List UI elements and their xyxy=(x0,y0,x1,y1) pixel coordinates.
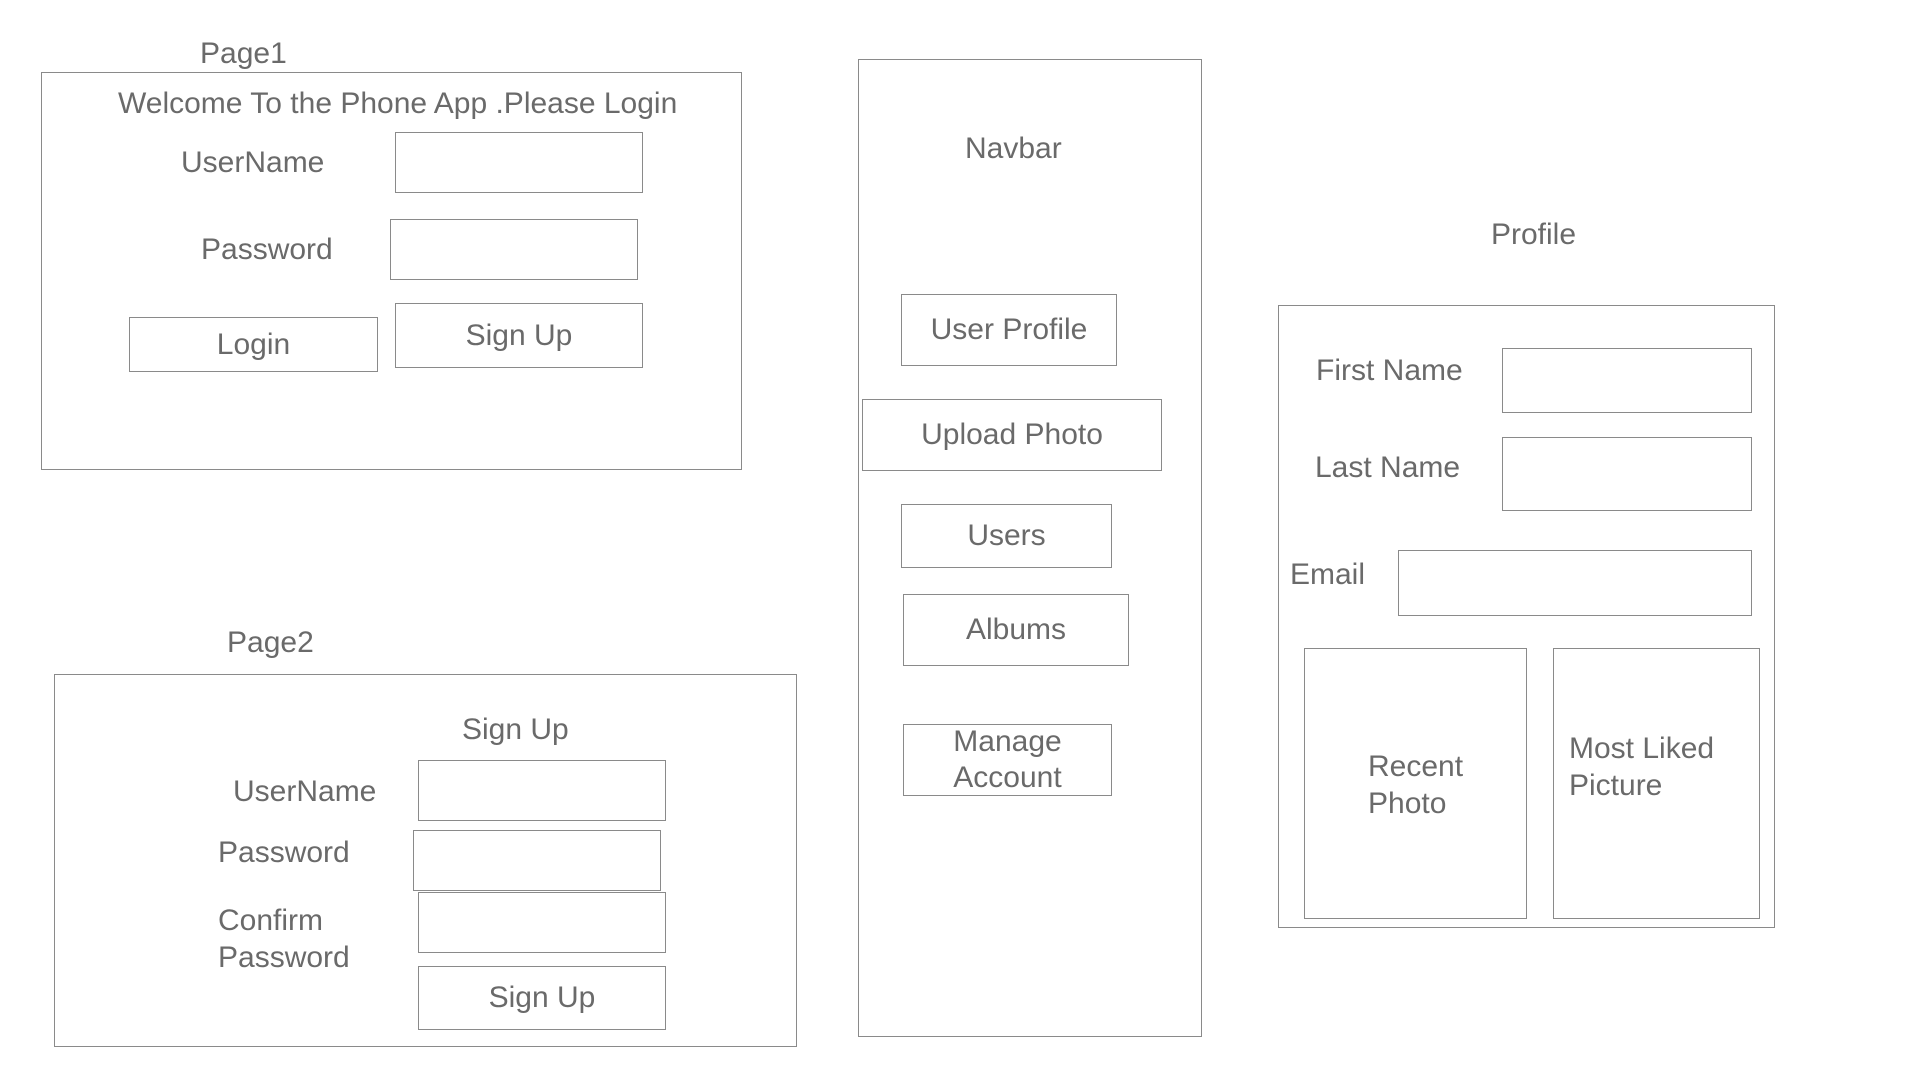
profile-email-input[interactable] xyxy=(1398,550,1752,616)
page1-login-button[interactable]: Login xyxy=(129,317,378,372)
page2-label: Page2 xyxy=(227,626,314,659)
page2-frame xyxy=(54,674,797,1047)
page1-username-input[interactable] xyxy=(395,132,643,193)
navbar-users-button[interactable]: Users xyxy=(901,504,1112,568)
profile-frame xyxy=(1278,305,1775,928)
page1-password-input[interactable] xyxy=(390,219,638,280)
profile-first-name-input[interactable] xyxy=(1502,348,1752,413)
page2-confirm-label-line1: Confirm xyxy=(218,904,324,937)
page2-password-label: Password xyxy=(218,836,350,869)
most-liked-label-line1: Most Liked xyxy=(1569,732,1715,765)
navbar-user-profile-label: User Profile xyxy=(930,313,1088,346)
page2-password-input[interactable] xyxy=(413,830,661,891)
profile-title: Profile xyxy=(1491,218,1577,251)
navbar-manage-account-line2: Account xyxy=(953,761,1062,794)
navbar-upload-photo-button[interactable]: Upload Photo xyxy=(862,399,1162,471)
page2-confirm-password-input[interactable] xyxy=(418,892,666,953)
recent-photo-label-line1: Recent xyxy=(1368,750,1464,783)
navbar-title: Navbar xyxy=(965,132,1062,165)
page1-login-button-label: Login xyxy=(216,327,291,361)
page1-signup-button[interactable]: Sign Up xyxy=(395,303,643,368)
page2-signup-button[interactable]: Sign Up xyxy=(418,966,666,1030)
recent-photo-panel[interactable] xyxy=(1304,648,1527,919)
recent-photo-label-line2: Photo xyxy=(1368,787,1447,820)
navbar-user-profile-button[interactable]: User Profile xyxy=(901,294,1117,366)
page1-signup-button-label: Sign Up xyxy=(465,318,573,352)
page2-username-input[interactable] xyxy=(418,760,666,821)
page2-title: Sign Up xyxy=(462,713,569,746)
navbar-manage-account-line1: Manage xyxy=(953,725,1062,758)
navbar-frame xyxy=(858,59,1202,1037)
profile-email-label: Email xyxy=(1290,558,1366,591)
page1-label: Page1 xyxy=(200,37,287,70)
profile-first-name-label: First Name xyxy=(1316,354,1463,387)
most-liked-label-line2: Picture xyxy=(1569,769,1663,802)
page1-username-label: UserName xyxy=(181,146,325,179)
most-liked-picture-panel[interactable] xyxy=(1553,648,1760,919)
profile-last-name-label: Last Name xyxy=(1315,451,1461,484)
navbar-albums-button[interactable]: Albums xyxy=(903,594,1129,666)
profile-last-name-input[interactable] xyxy=(1502,437,1752,511)
navbar-manage-account-button[interactable]: Manage Account xyxy=(903,724,1112,796)
navbar-users-label: Users xyxy=(967,519,1046,552)
page1-password-label: Password xyxy=(201,233,333,266)
page2-username-label: UserName xyxy=(233,775,377,808)
page2-signup-button-label: Sign Up xyxy=(488,981,596,1014)
navbar-upload-photo-label: Upload Photo xyxy=(921,418,1103,451)
navbar-albums-label: Albums xyxy=(965,613,1067,646)
page1-frame xyxy=(41,72,742,470)
page1-welcome-text: Welcome To the Phone App .Please Login xyxy=(118,87,678,120)
page2-confirm-label-line2: Password xyxy=(218,941,350,974)
